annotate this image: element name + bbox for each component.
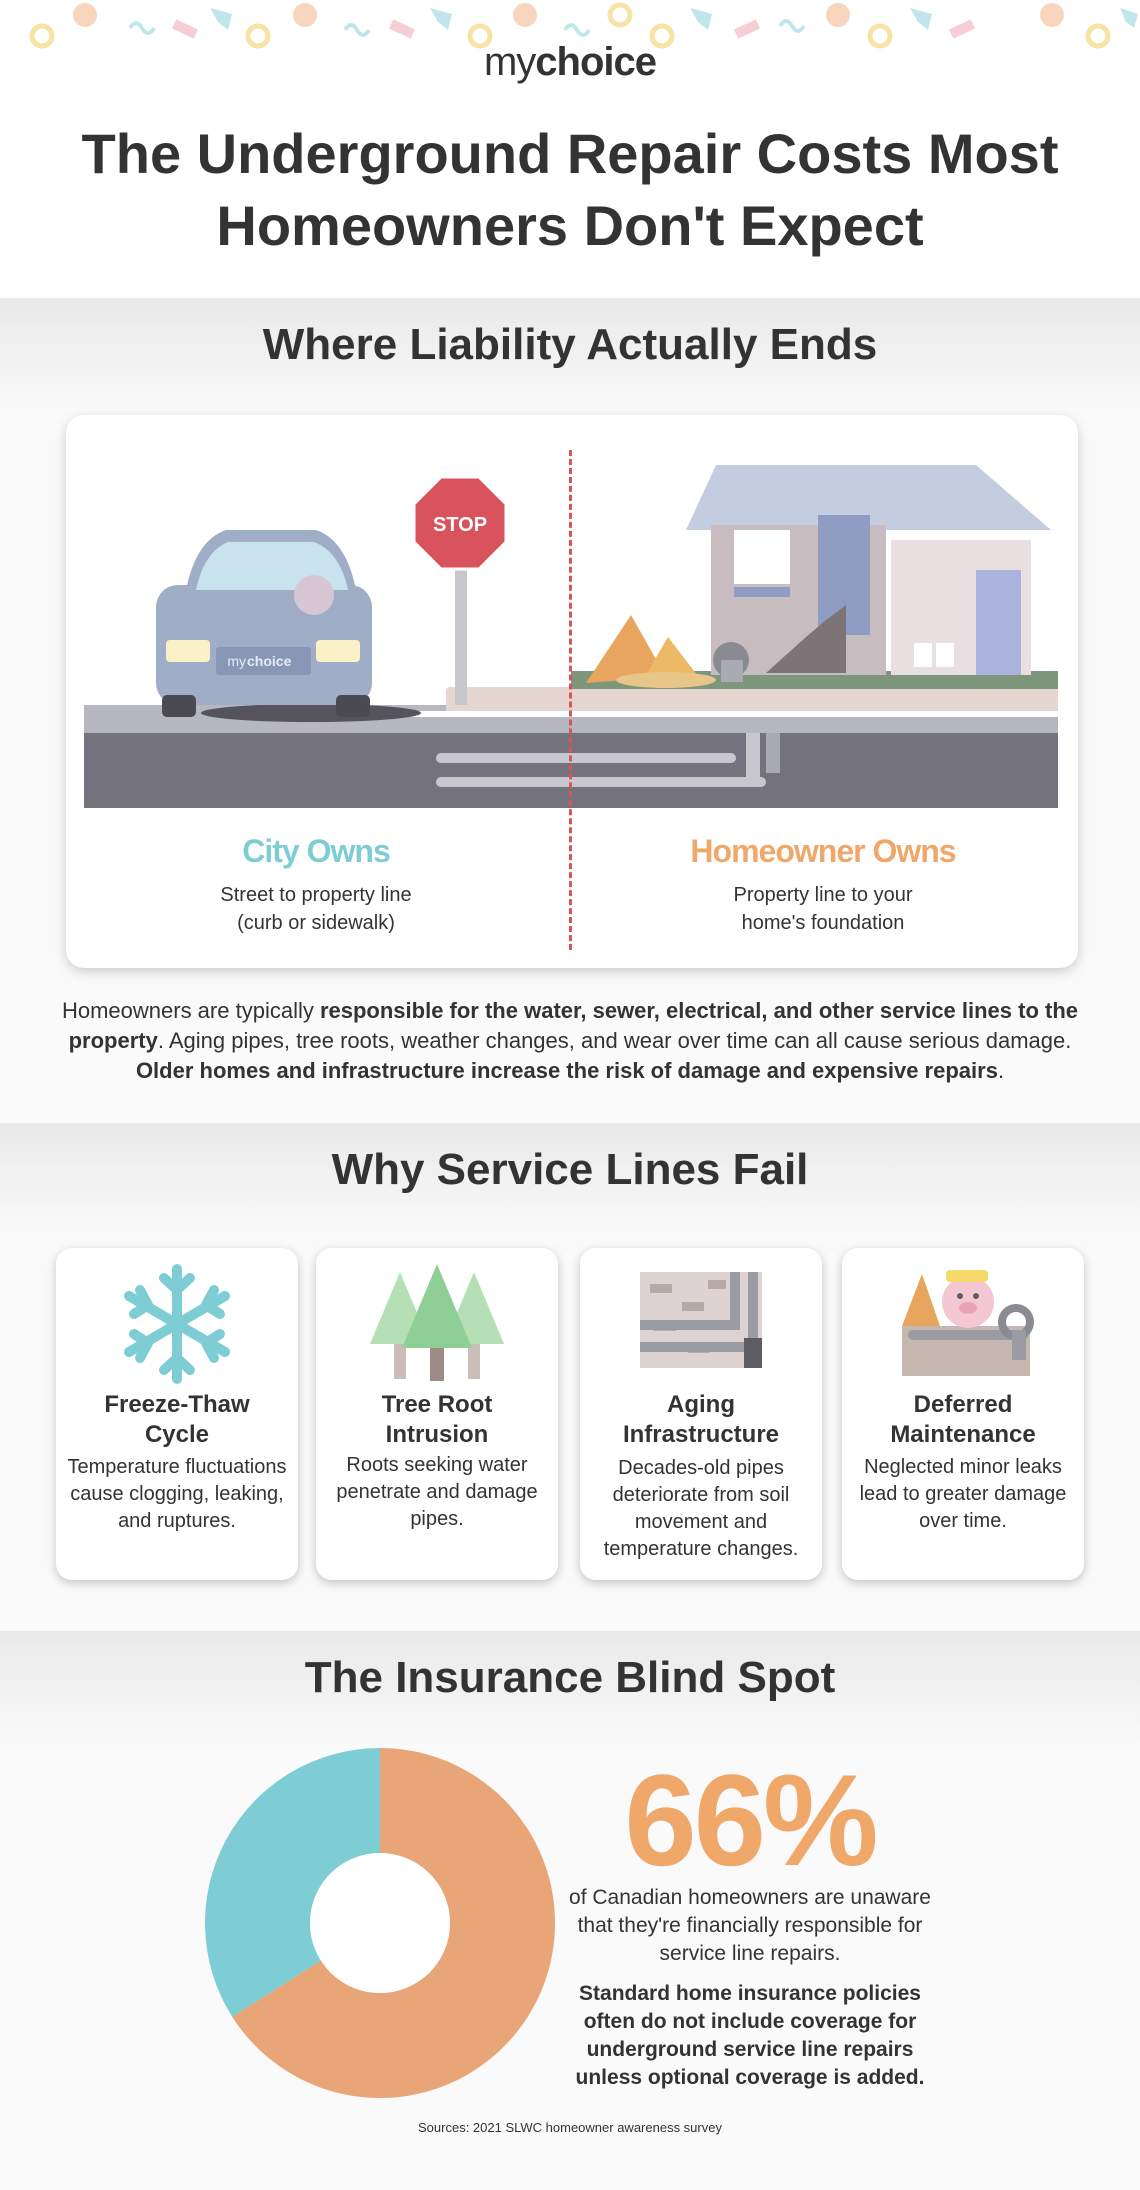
property-line-illustration: STOP my choice <box>84 465 1058 808</box>
cause-card-aging-infrastructure: Aging Infrastructure Decades-old pipes d… <box>580 1248 822 1580</box>
cause-title-aging: Aging Infrastructure <box>590 1390 812 1450</box>
city-owns-desc: Street to property line (curb or sidewal… <box>81 881 551 937</box>
cause-title-line1: Tree Root <box>381 1391 493 1418</box>
stat-insurance-note: Standard home insurance policies often d… <box>575 1982 925 2089</box>
stat-percentage: 66% <box>624 1747 878 1893</box>
cause-title-line2: Cycle <box>144 1421 210 1448</box>
city-owns-title: City Owns <box>242 833 390 869</box>
cause-title-line2: Maintenance <box>890 1421 1036 1448</box>
insurance-section-title: The Insurance Blind Spot <box>304 1653 836 1702</box>
header-band: mychoice The Underground Repair Costs Mo… <box>0 0 1140 300</box>
cause-desc-aging: Decades-old pipes deteriorate from soil … <box>603 1457 799 1560</box>
donut-slice-unaware <box>232 1748 555 2098</box>
homeowner-owns-line1: Property line to your <box>733 884 913 906</box>
cause-card-deferred-maintenance: Deferred Maintenance Neglected minor lea… <box>842 1248 1084 1580</box>
insurance-section-header <box>0 1631 1140 1746</box>
explanation-part1: Homeowners are typically <box>61 998 320 1023</box>
cause-title-tree-root: Tree Root Intrusion <box>326 1390 548 1450</box>
explanation-bold2: Older homes and infrastructure increase … <box>135 1058 998 1083</box>
cause-title-line2: Intrusion <box>385 1421 489 1448</box>
explanation-part2: . Aging pipes, tree roots, weather chang… <box>157 1028 1072 1053</box>
liability-section-header <box>0 298 1140 413</box>
city-owns-line2: (curb or sidewalk) <box>237 912 395 934</box>
cause-title-line1: Freeze-Thaw <box>104 1391 250 1418</box>
homeowner-owns-line2: home's foundation <box>741 912 905 934</box>
stop-sign-shape <box>412 475 508 571</box>
cause-title-freeze-thaw: Freeze-Thaw Cycle <box>66 1390 288 1450</box>
failures-section-title: Why Service Lines Fail <box>331 1145 809 1194</box>
cause-desc-tree-root: Roots seeking water penetrate and damage… <box>336 1454 538 1530</box>
page-title: The Underground Repair Costs Most Homeow… <box>81 122 1059 257</box>
cause-title-line2: Infrastructure <box>622 1421 780 1448</box>
donut-hole <box>310 1853 450 1993</box>
homeowner-owns-desc: Property line to your home's foundation <box>588 881 1058 937</box>
insurance-section-body <box>0 1746 1140 2190</box>
excavation-icon <box>902 1270 1034 1376</box>
cause-desc-deferred: Neglected minor leaks lead to greater da… <box>859 1456 1067 1532</box>
pipes-icon <box>640 1272 762 1368</box>
cause-card-freeze-thaw: Freeze-Thaw Cycle Temperature fluctuatio… <box>56 1248 298 1580</box>
stat-description: of Canadian homeowners are unaware that … <box>569 1886 931 1965</box>
explanation-part3: . <box>997 1058 1005 1083</box>
awareness-donut-chart <box>205 1748 555 2098</box>
mychoice-logo[interactable]: mychoice <box>0 40 1140 85</box>
city-owns-line1: Street to property line <box>220 884 412 906</box>
car-plate-choice: choice <box>247 653 292 669</box>
property-line-divider <box>569 450 572 950</box>
cause-title-line1: Deferred <box>913 1391 1013 1418</box>
failures-section-header <box>0 1123 1140 1238</box>
snowflake-icon <box>124 1264 230 1384</box>
homeowner-owns-title: Homeowner Owns <box>690 833 956 869</box>
confetti-decoration <box>29 2 1138 49</box>
car-body <box>156 585 372 705</box>
house-roof <box>686 465 1051 530</box>
liability-section-title: Where Liability Actually Ends <box>262 320 878 369</box>
sources-footnote: Sources: 2021 SLWC homeowner awareness s… <box>418 2120 722 2135</box>
car-plate-my: my <box>227 653 246 669</box>
explanation-bold1: responsible for the water, sewer, electr… <box>68 998 1079 1053</box>
cause-desc-freeze-thaw: Temperature fluctuations cause clogging,… <box>67 1456 287 1532</box>
logo-choice: choice <box>535 40 657 84</box>
cause-title-line1: Aging <box>667 1391 735 1418</box>
cause-card-tree-root: Tree Root Intrusion Roots seeking water … <box>316 1248 558 1580</box>
liability-explanation: Homeowners are typically responsible for… <box>60 996 1080 1086</box>
sand-pile <box>586 615 666 683</box>
liability-card: STOP my choice City Owns Street to prope… <box>66 415 1078 968</box>
stop-sign-text: STOP <box>433 514 487 536</box>
donut-slice-aware <box>205 1748 380 2017</box>
cause-title-deferred: Deferred Maintenance <box>852 1390 1074 1450</box>
logo-my: my <box>483 40 536 84</box>
trees-icon <box>370 1264 504 1381</box>
